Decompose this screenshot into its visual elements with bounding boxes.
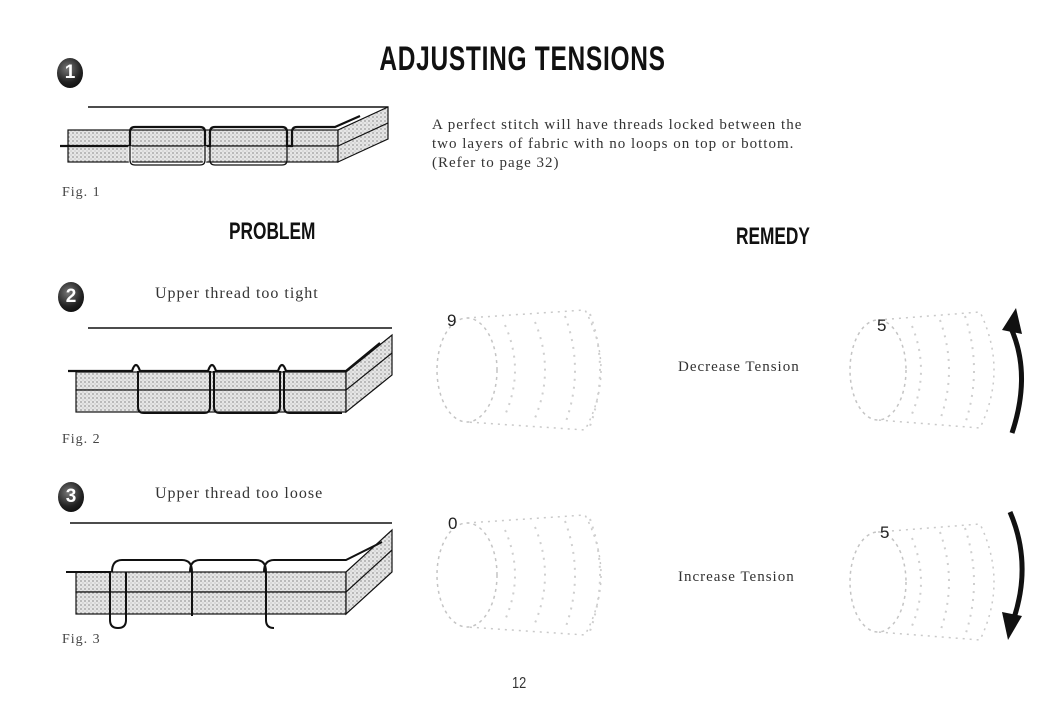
step-3-badge: 3 (58, 482, 84, 512)
remedy-3-text: Increase Tension (678, 569, 795, 586)
dial-after-2-number: 5 (877, 316, 886, 336)
dial-after-3-number: 5 (880, 523, 889, 543)
intro-paragraph: A perfect stitch will have threads locke… (432, 116, 952, 173)
fig-2-tight-thread-illustration (60, 325, 400, 425)
problem-heading: PROBLEM (229, 218, 315, 246)
problem-2-text: Upper thread too tight (155, 285, 319, 303)
intro-line-2: two layers of fabric with no loops on to… (432, 135, 952, 154)
fig-3-loose-thread-illustration (60, 520, 400, 630)
intro-line-1: A perfect stitch will have threads locke… (432, 116, 952, 135)
fig-3-caption: Fig. 3 (62, 632, 101, 648)
tension-dial-after-3 (840, 512, 1010, 652)
remedy-heading: REMEDY (736, 223, 810, 251)
fig-1-perfect-stitch-illustration (60, 100, 400, 180)
intro-line-3: (Refer to page 32) (432, 154, 952, 173)
tension-dial-after-2 (840, 300, 1010, 440)
fig-2-caption: Fig. 2 (62, 432, 101, 448)
problem-3-text: Upper thread too loose (155, 485, 323, 503)
page-number: 12 (512, 675, 526, 693)
step-1-badge: 1 (57, 58, 83, 88)
dial-before-2-number: 9 (447, 311, 456, 331)
arrow-up-icon (1002, 308, 1032, 438)
arrow-down-icon (1000, 508, 1032, 640)
step-2-badge: 2 (58, 282, 84, 312)
remedy-2-text: Decrease Tension (678, 359, 800, 376)
page-title: ADJUSTING TENSIONS (146, 40, 898, 79)
fig-1-caption: Fig. 1 (62, 185, 101, 201)
dial-before-3-number: 0 (448, 514, 457, 534)
